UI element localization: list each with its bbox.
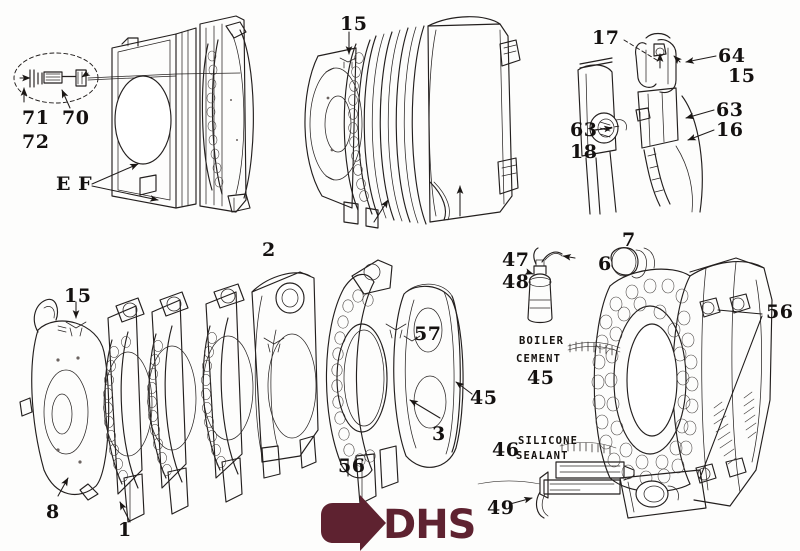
- callout-2: 2: [262, 239, 276, 261]
- callout-17: 17: [592, 27, 619, 49]
- jacket-panel-assembly: [91, 27, 197, 209]
- detail-inset-tie-rod: [13, 52, 241, 109]
- callout-64: 64: [718, 45, 745, 67]
- callout-45-label: 45: [527, 367, 554, 389]
- section-stack-assembly: [304, 16, 521, 229]
- callout-15-top: 15: [340, 13, 367, 35]
- callout-18: 18: [570, 141, 597, 163]
- callout-56-right: 56: [766, 301, 793, 323]
- draft-hood-linkage-detail: [577, 32, 717, 215]
- logo-wordmark: DHS: [383, 502, 476, 548]
- callout-ef: E F: [56, 173, 92, 195]
- callout-56-mid: 56: [338, 455, 365, 477]
- callout-72: 72: [22, 131, 49, 153]
- callout-63-a: 63: [716, 99, 743, 121]
- front-section-and-gasket: [251, 259, 473, 505]
- callout-7: 7: [622, 229, 636, 251]
- sealant-application-detail: [477, 247, 635, 519]
- callout-3: 3: [432, 423, 446, 445]
- silicone-line1: SILICONE: [518, 435, 578, 447]
- callout-49: 49: [487, 497, 514, 519]
- callout-63-b: 63: [570, 119, 597, 141]
- callout-70: 70: [62, 107, 89, 129]
- rear-housing-assembly: [591, 247, 773, 519]
- callout-16: 16: [716, 119, 743, 141]
- callout-48: 48: [502, 271, 529, 293]
- section-exploded-row: [19, 283, 254, 523]
- rear-finned-section-top-left: [199, 15, 254, 213]
- callout-1: 1: [118, 519, 132, 541]
- dhs-logo: DHS: [321, 495, 477, 551]
- callout-15-bottomleft: 15: [64, 285, 91, 307]
- silicone-line2: SEALANT: [516, 450, 569, 462]
- callout-71: 71: [22, 107, 49, 129]
- callout-57: 57: [414, 323, 441, 345]
- callout-8: 8: [46, 501, 60, 523]
- arrow-in-c-icon: [321, 495, 386, 551]
- boiler-cement-line1: BOILER: [519, 335, 564, 347]
- callout-46: 46: [492, 439, 519, 461]
- callout-15-topright: 15: [728, 65, 755, 87]
- callout-6: 6: [598, 253, 612, 275]
- callout-45-mid: 45: [470, 387, 497, 409]
- callout-47: 47: [502, 249, 529, 271]
- boiler-cement-line2: CEMENT: [516, 353, 561, 365]
